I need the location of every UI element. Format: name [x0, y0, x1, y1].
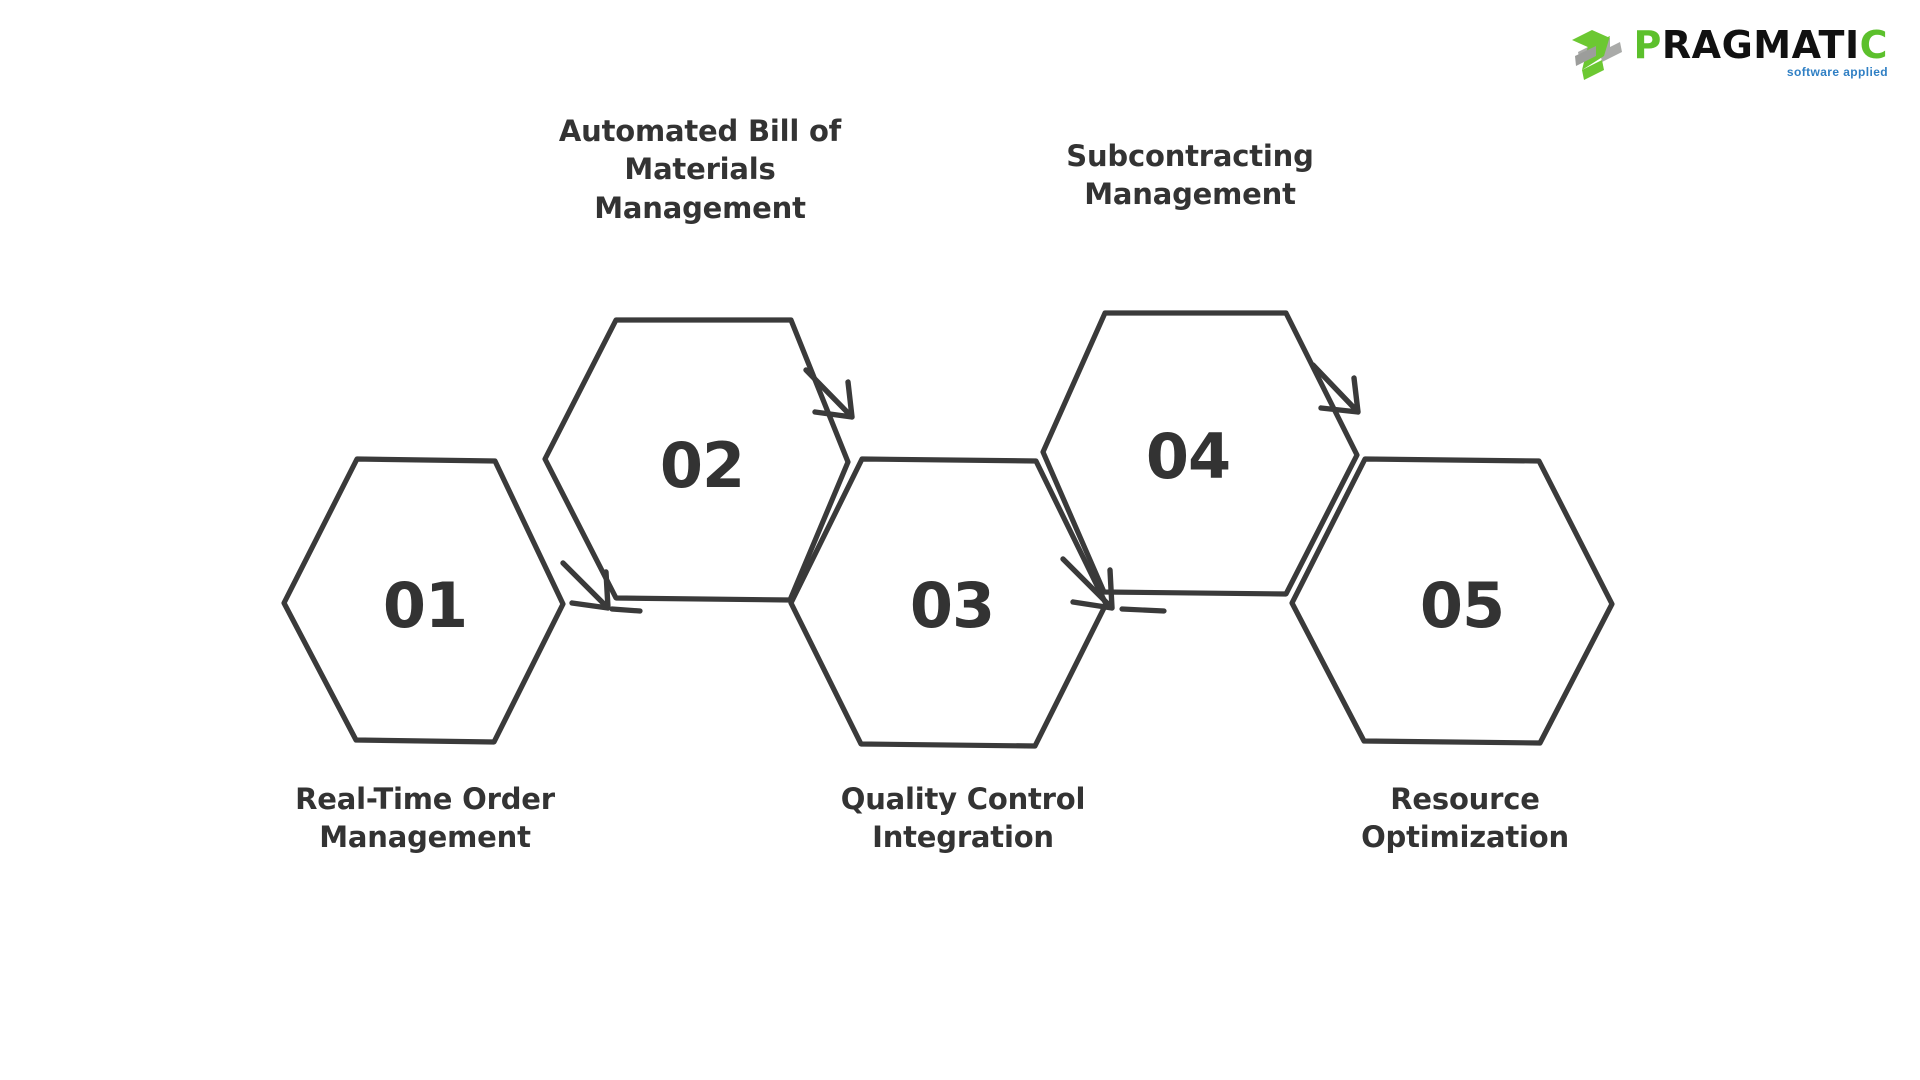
connector-03-04-line [1119, 606, 1167, 614]
hexagon-03-outline [788, 456, 1109, 749]
wordmark-ragmati: RAGMATI [1661, 23, 1860, 67]
connector-04-05 [1310, 362, 1361, 415]
pragmatic-wordmark: PRAGMATIC [1634, 26, 1888, 64]
arrowhead-up-right-03-04 [1060, 556, 1115, 611]
hexagon-05-outline [1289, 456, 1615, 746]
connector-01-02-line [609, 606, 643, 614]
hexagon-node-05[interactable]: 05 [1289, 456, 1615, 746]
pragmatic-logo-mark [1571, 30, 1622, 80]
connector-02-03 [803, 367, 855, 420]
label-node-05: Resource Optimization [1361, 782, 1569, 855]
connector-01-02 [560, 560, 643, 614]
label-node-03: Quality Control Integration [840, 782, 1086, 855]
pragmatic-logo-text: PRAGMATIC software applied [1634, 22, 1888, 78]
wordmark-c: C [1859, 23, 1888, 67]
label-node-01: Real-Time Order Management [295, 782, 555, 855]
hexagon-04-number: 04 [1146, 420, 1230, 493]
connector-03-04 [1060, 556, 1167, 614]
hexagon-node-04[interactable]: 04 [1040, 310, 1360, 597]
label-node-02: Automated Bill of Materials Management [558, 114, 842, 225]
arrowhead-down-right-04-05 [1310, 362, 1361, 415]
hexagon-node-01[interactable]: 01 [281, 456, 566, 745]
hexagon-node-02[interactable]: 02 [542, 317, 851, 603]
hexagon-04-outline [1040, 310, 1360, 597]
wordmark-p: P [1633, 23, 1662, 67]
hexagon-05-number: 05 [1420, 569, 1504, 642]
pragmatic-tagline: software applied [1786, 65, 1888, 79]
arrowhead-up-right-01-02 [560, 560, 611, 611]
label-node-04: Subcontracting Management [1066, 139, 1314, 212]
hexagon-01-number: 01 [383, 569, 467, 642]
arrowhead-down-right-02-03 [803, 367, 855, 420]
hexagon-01-outline [281, 456, 566, 745]
hexagon-03-number: 03 [910, 569, 994, 642]
hexagon-node-03[interactable]: 03 [788, 456, 1109, 749]
hexagon-02-number: 02 [660, 429, 744, 502]
pragmatic-logo: PRAGMATIC software applied [1570, 22, 1888, 94]
